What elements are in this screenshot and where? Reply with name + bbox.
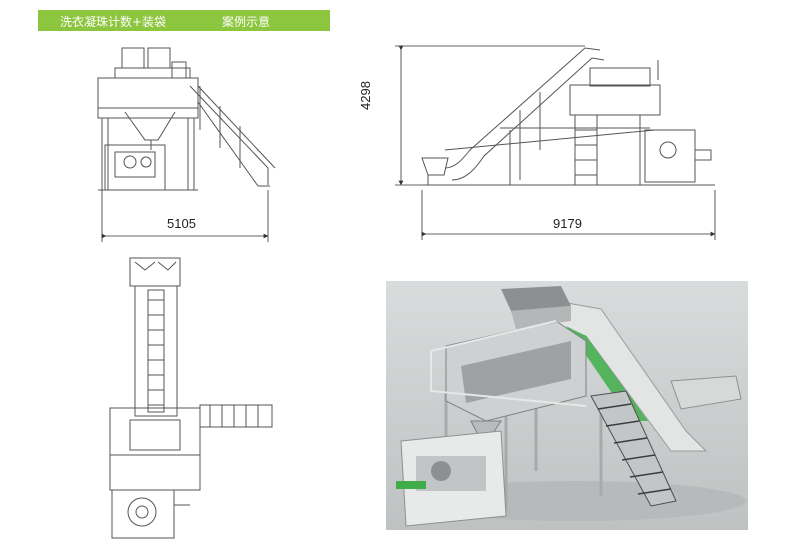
banner-subtitle: 案例示意 <box>222 15 271 29</box>
side-view-drawing <box>420 47 715 186</box>
3d-render-image <box>386 281 748 530</box>
front-width-dimension <box>101 190 269 242</box>
render-illustration <box>396 286 746 527</box>
title-banner: 洗衣凝珠计数+装袋 案例示意 <box>38 10 330 31</box>
height-dimension <box>395 45 585 186</box>
banner-title: 洗衣凝珠计数+装袋 <box>60 15 167 29</box>
side-width-dimension <box>421 190 716 240</box>
front-width-label: 5105 <box>167 216 196 231</box>
front-view-drawing <box>97 47 276 191</box>
height-label: 4298 <box>358 81 373 110</box>
side-width-label: 9179 <box>553 216 582 231</box>
top-view-drawing <box>109 257 273 539</box>
